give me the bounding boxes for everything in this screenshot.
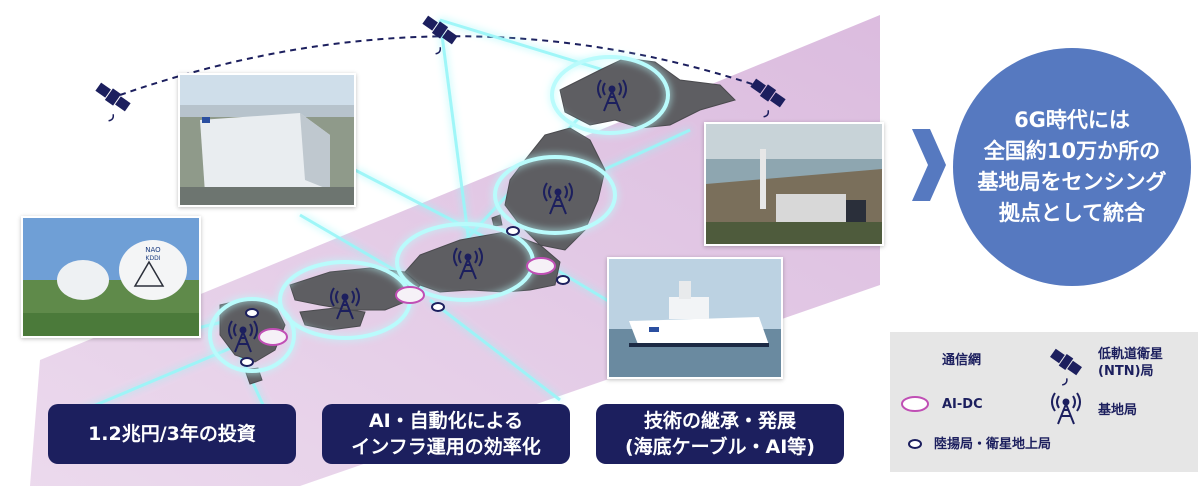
satellite-icon [1050, 348, 1082, 386]
legend-leo-line1: 低軌道衛星 [1098, 347, 1164, 362]
satellite-icon [750, 78, 786, 118]
conclusion-circle: 6G時代には 全国約10万か所の 基地局をセンシング 拠点として統合 [953, 48, 1191, 286]
satellites [95, 15, 786, 122]
chevron-right-icon [912, 129, 946, 201]
legend-landing-label: 陸揚局・衛星地上局 [934, 437, 1052, 452]
legend-landing-swatch [908, 439, 922, 449]
technology-line2: (海底ケーブル・AI等) [624, 436, 815, 458]
legend-ai-dc-swatch [901, 396, 929, 412]
landing-station-markers [240, 226, 570, 367]
technology-line1: 技術の継承・発展 [643, 410, 796, 432]
legend-leo-label: 低軌道衛星 (NTN)局 [1098, 346, 1163, 380]
legend-leo-line2: (NTN)局 [1098, 364, 1154, 379]
investment-label: 1.2兆円/3年の投資 [88, 423, 256, 445]
legend-ai-dc-label: AI-DC [942, 397, 983, 412]
satellite-icon [95, 82, 131, 122]
conclusion-line1: 6G時代には [1014, 108, 1130, 132]
photo-landing-station [704, 122, 884, 246]
antenna-tower-icon [1051, 392, 1081, 425]
base-station-towers [228, 79, 627, 353]
legend-network-label: 通信網 [942, 353, 982, 368]
conclusion-line3: 基地局をセンシング [977, 170, 1167, 194]
antenna-tower-icon [453, 247, 483, 280]
satellite-icon [422, 15, 458, 55]
photo-cable-ship [607, 257, 783, 379]
ai-dc-markers [258, 257, 556, 346]
conclusion-line4: 拠点として統合 [998, 201, 1146, 225]
antenna-tower-icon [228, 320, 258, 353]
ai-automation-line1: AI・自動化による [368, 410, 524, 432]
antenna-tower-icon [543, 182, 573, 215]
investment-box: 1.2兆円/3年の投資 [48, 404, 296, 464]
antenna-logo-2: KDDI [146, 255, 161, 262]
legend: 通信網 AI-DC 陸揚局・衛星地上局 低軌道衛星 (NTN)局 基地局 [890, 332, 1198, 472]
conclusion-line2: 全国約10万か所の [983, 139, 1161, 163]
antenna-tower-icon [597, 79, 627, 112]
photo-satellite-antennas: NAO KDDI [21, 216, 201, 338]
antenna-logo-1: NAO [145, 246, 161, 254]
ai-automation-box: AI・自動化による インフラ運用の効率化 [322, 404, 570, 464]
photo-data-center [178, 73, 356, 207]
technology-box: 技術の継承・発展 (海底ケーブル・AI等) [596, 404, 844, 464]
ai-automation-line2: インフラ運用の効率化 [351, 436, 541, 458]
legend-base-station-label: 基地局 [1098, 403, 1138, 418]
antenna-tower-icon [330, 287, 360, 320]
